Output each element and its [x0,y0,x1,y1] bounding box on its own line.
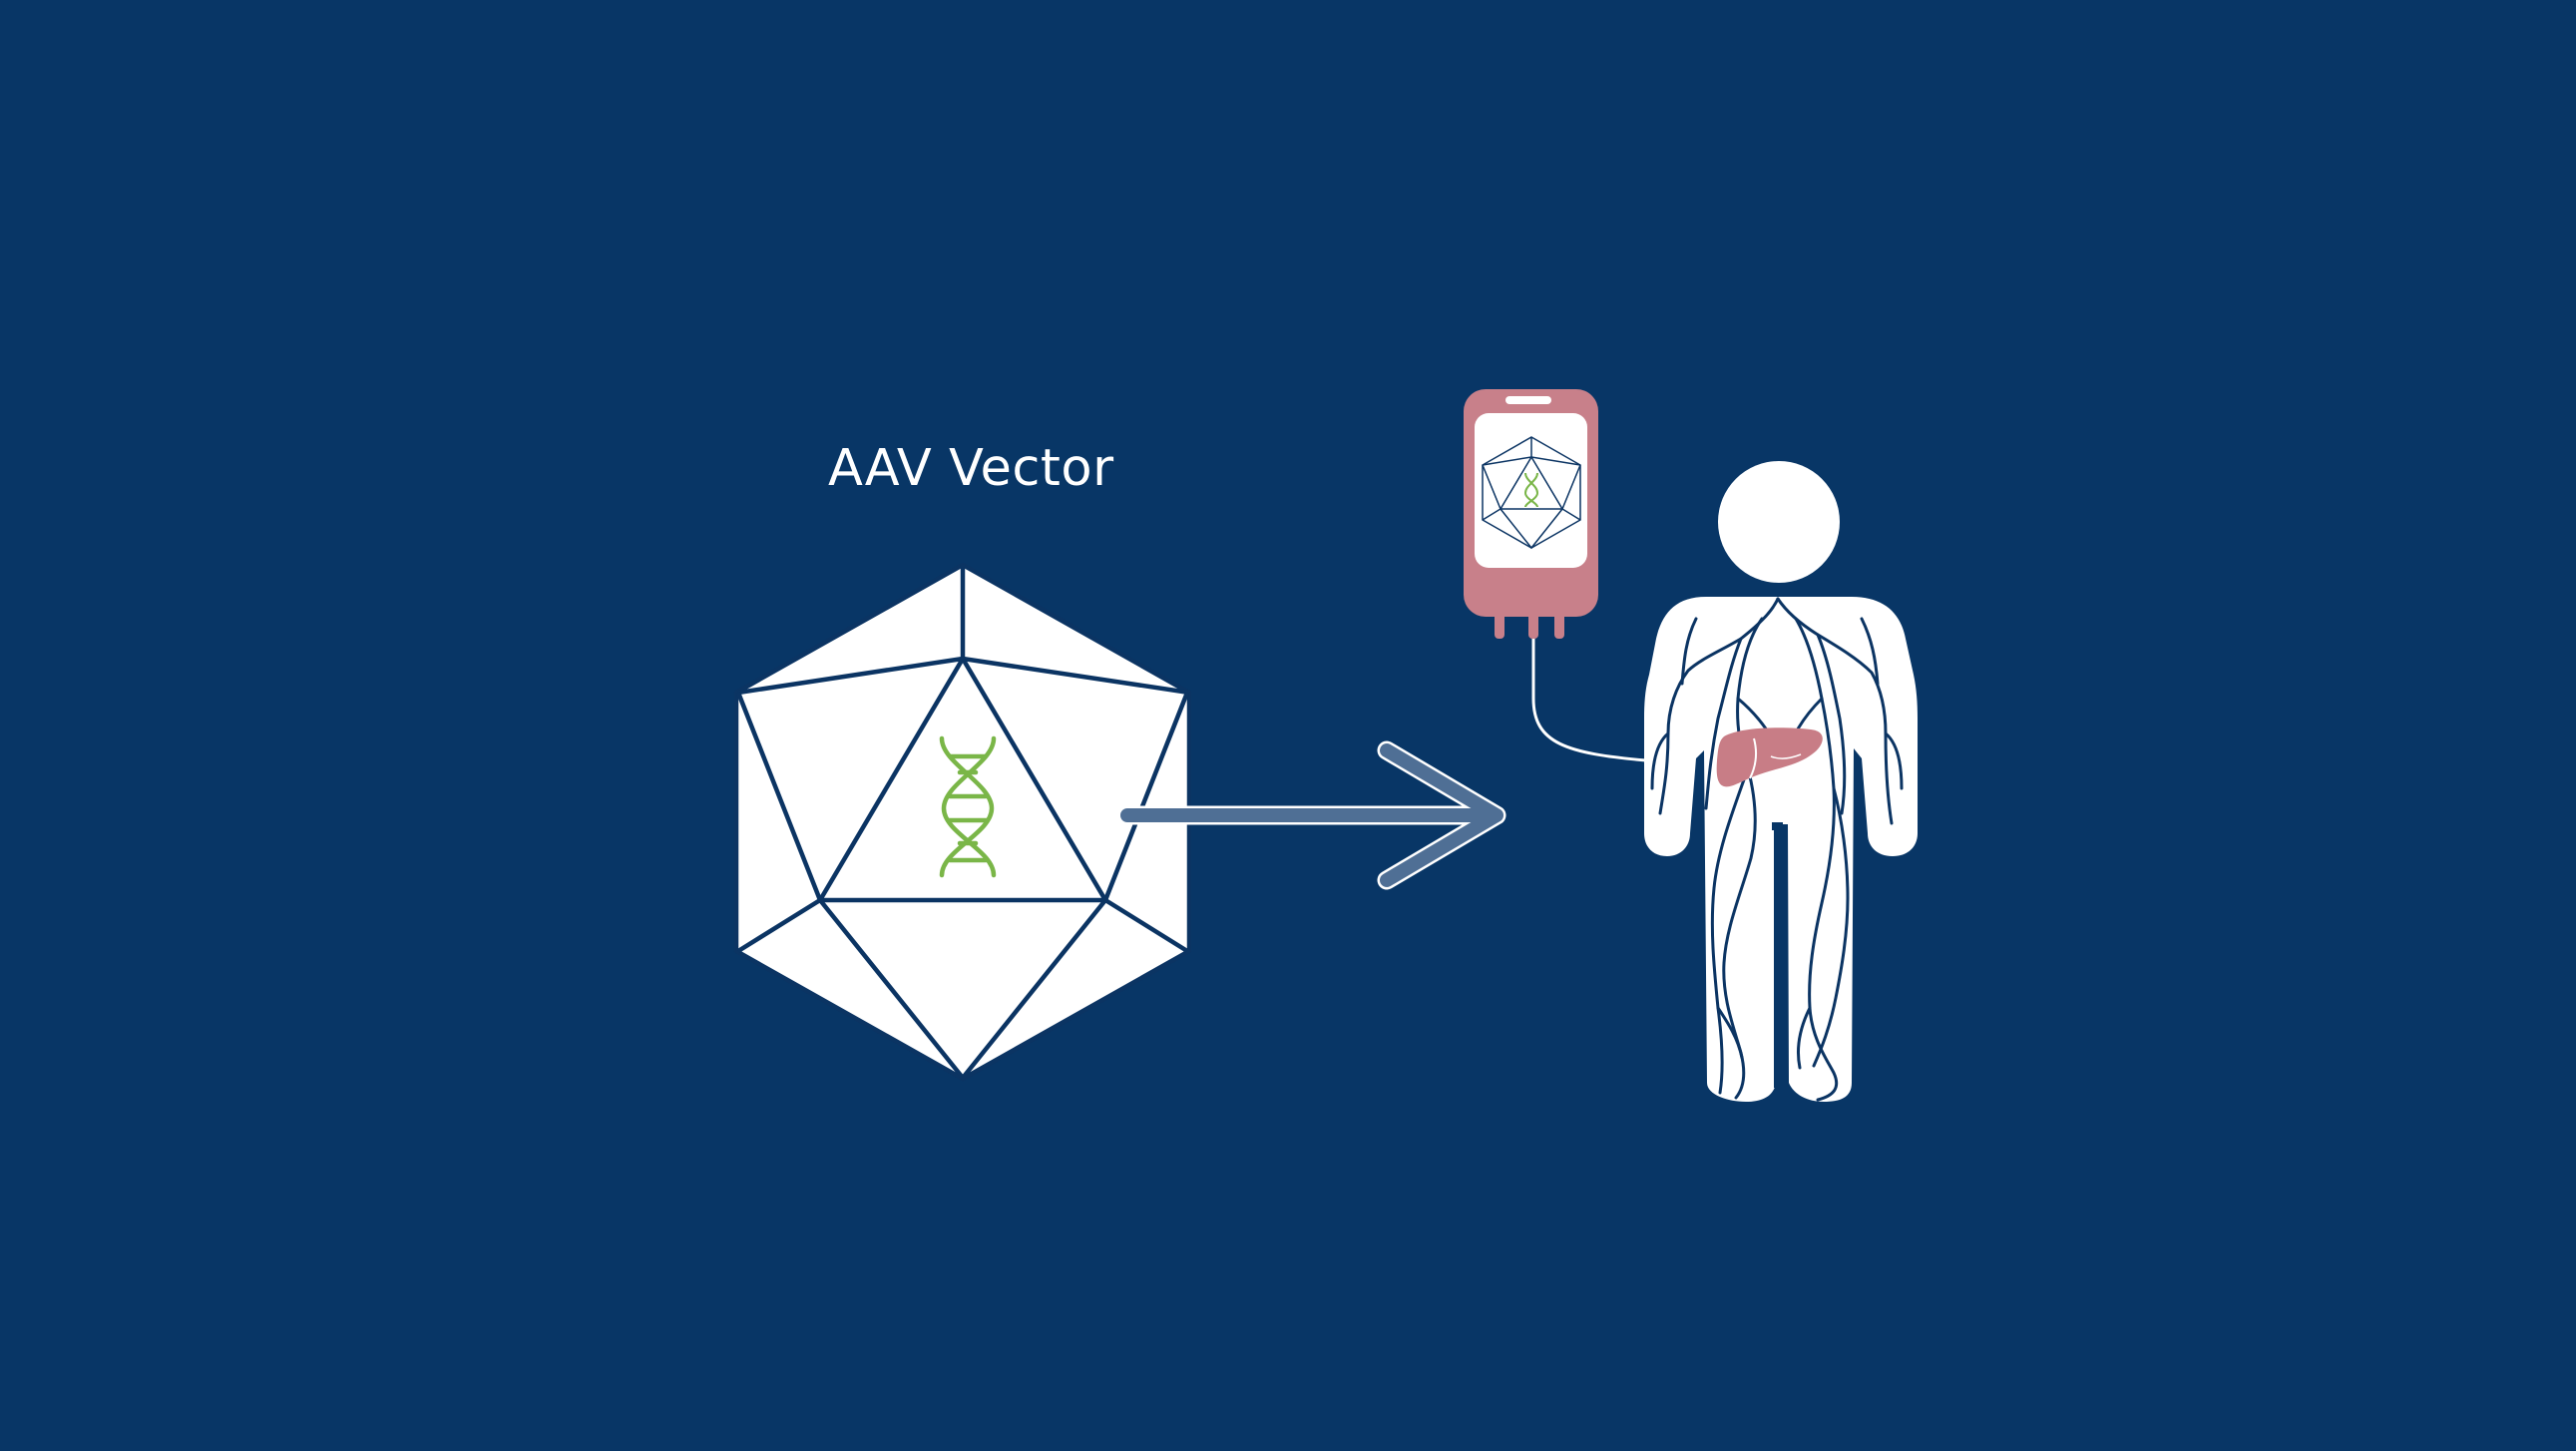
human-figure-icon [1644,461,1918,1102]
dna-helix-icon [939,735,997,878]
right-arrow-icon [1117,740,1506,890]
aav-vector-title: AAV Vector [828,439,1114,498]
liver-icon [1716,727,1823,787]
iv-bag-icon [1464,389,1647,762]
